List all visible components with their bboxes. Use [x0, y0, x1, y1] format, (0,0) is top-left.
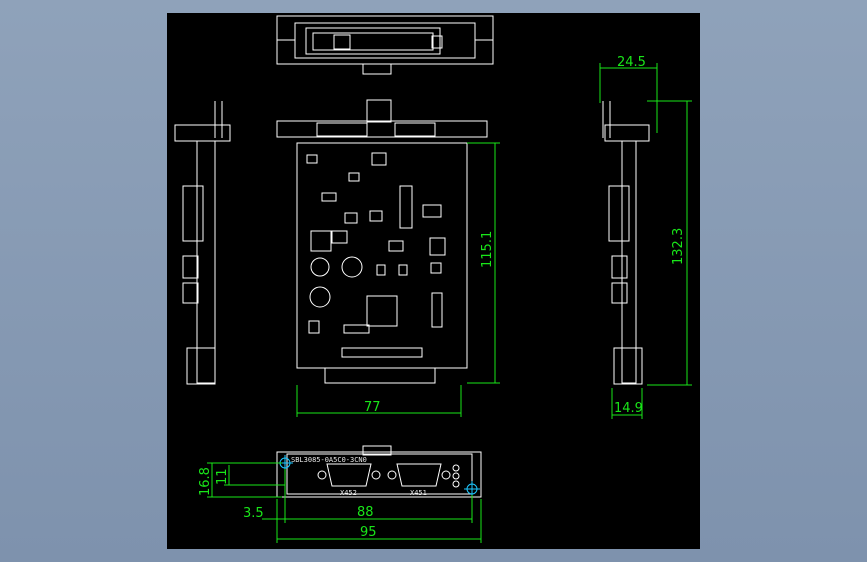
dim-top-width: 24.5 — [617, 55, 646, 70]
dim-bottom-offset: 3.5 — [243, 506, 264, 521]
top-view — [276, 15, 494, 75]
dim-bottom-height-outer: 16.8 — [198, 467, 213, 496]
connector-right-label: X451 — [410, 489, 427, 497]
connector-left-label: X452 — [340, 489, 357, 497]
right-side-view — [602, 101, 650, 385]
dim-front-width: 77 — [364, 400, 381, 415]
bottom-view — [276, 445, 482, 498]
dimension-lines — [207, 63, 692, 543]
dim-bottom-height-inner: 11 — [215, 468, 230, 485]
dim-hole-spacing: 88 — [357, 505, 374, 520]
dim-side-depth: 14.9 — [614, 401, 643, 416]
front-view — [276, 99, 488, 384]
dim-front-height: 115.1 — [480, 231, 495, 268]
dim-side-height: 132.3 — [671, 228, 686, 265]
drawing-canvas: 24.5 132.3 14.9 115.1 77 16.8 11 3.5 88 … — [167, 13, 700, 549]
technical-drawing: 24.5 132.3 14.9 115.1 77 16.8 11 3.5 88 … — [174, 15, 692, 543]
left-side-view — [174, 101, 231, 385]
part-number-label: SBL3085-0A5C0-3CN0 — [291, 456, 367, 464]
dim-total-width: 95 — [360, 525, 377, 540]
